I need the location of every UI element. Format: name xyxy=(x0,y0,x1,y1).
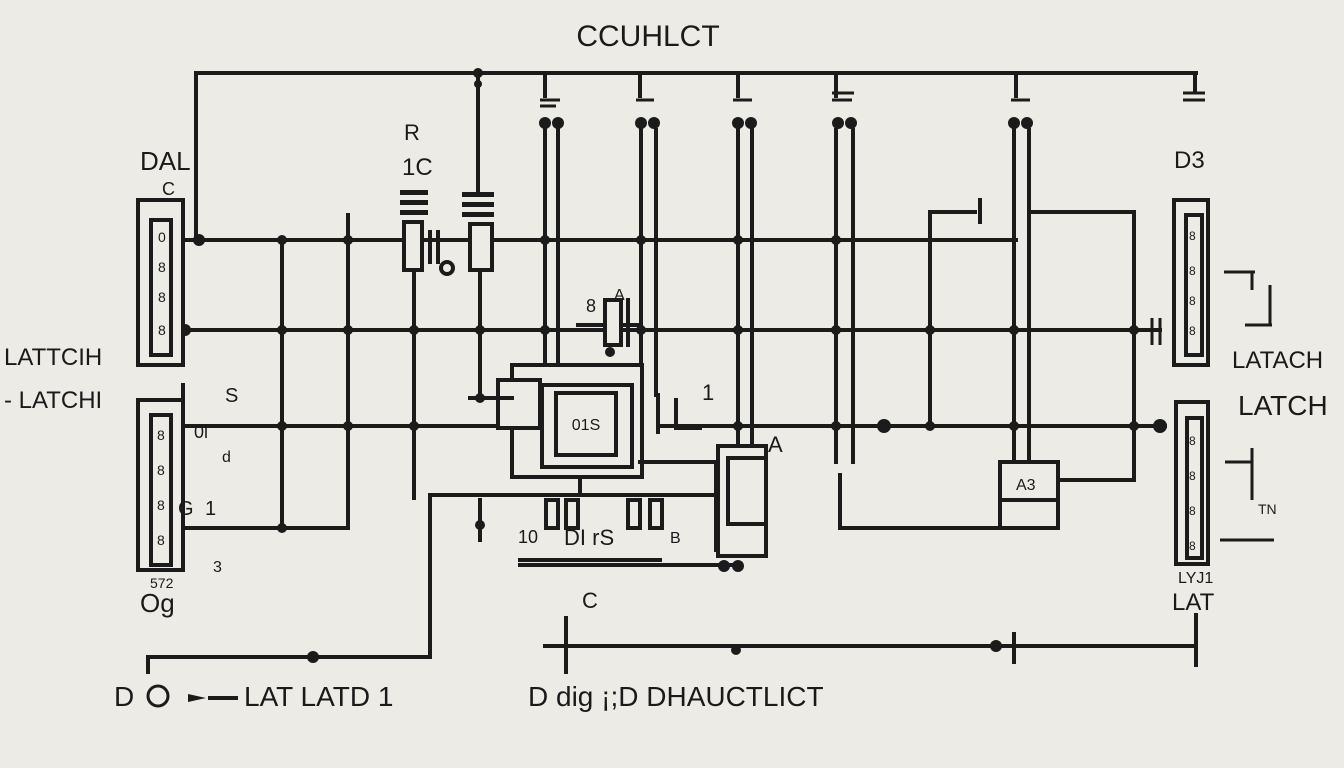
diagram-title: CCUHLCT xyxy=(576,20,719,53)
top-bus xyxy=(194,68,1198,242)
svg-text:8: 8 xyxy=(1189,434,1196,448)
column-3 xyxy=(732,74,757,462)
label-10: 10 xyxy=(518,527,538,547)
label-b: B xyxy=(670,530,681,547)
component-center-top xyxy=(576,298,642,357)
column-4 xyxy=(832,74,857,464)
svg-text:8: 8 xyxy=(1189,229,1196,243)
bottom-signal-line xyxy=(543,613,1198,674)
label-lyj1: LYJ1 xyxy=(1178,570,1213,587)
label-1-center: 1 xyxy=(702,380,714,405)
label-0l: 0l xyxy=(194,422,208,442)
svg-text:8: 8 xyxy=(157,462,165,478)
labels: DAL C LATTCIH - LATCHI 572 Og 3 G 1 S 0l… xyxy=(4,120,1328,712)
label-3: 3 xyxy=(213,559,222,576)
label-s-left: S xyxy=(225,385,238,407)
left-latch-block-bottom: 8 8 8 8 xyxy=(136,383,185,572)
component-stack-left xyxy=(400,190,494,276)
label-bottom-left: LAT LATD 1 xyxy=(244,681,393,712)
right-latch-block-top: 8 8 8 8 xyxy=(1150,198,1210,367)
right-side-marks xyxy=(1220,270,1274,542)
svg-text:8: 8 xyxy=(1189,324,1196,338)
label-a-center: A xyxy=(768,432,783,457)
lower-center-block xyxy=(146,444,768,674)
svg-text:8: 8 xyxy=(158,322,166,338)
svg-text:8: 8 xyxy=(157,497,165,513)
left-latch-block-top: 0 8 8 8 xyxy=(136,198,185,367)
svg-text:0: 0 xyxy=(158,229,166,245)
left-grid-verticals xyxy=(280,213,482,530)
label-d-bottom-left: D xyxy=(114,681,134,712)
right-latch-block-bottom: 8 8 8 8 xyxy=(1174,400,1210,566)
svg-text:8: 8 xyxy=(1189,504,1196,518)
label-c-bottom: C xyxy=(582,588,598,613)
svg-text:8: 8 xyxy=(157,427,165,443)
label-r: R xyxy=(404,120,420,145)
label-latch-right: LATCH xyxy=(1238,390,1328,421)
label-a-small: A xyxy=(614,287,625,304)
arrow-marker xyxy=(146,684,238,708)
column-5 xyxy=(1008,74,1033,464)
column-2 xyxy=(635,74,660,397)
label-c-left: C xyxy=(162,179,175,199)
label-gl: G xyxy=(178,498,194,520)
label-lat-right: LAT xyxy=(1172,589,1215,616)
label-latch-left-1: LATTCIH xyxy=(4,344,102,371)
svg-text:8: 8 xyxy=(158,259,166,275)
svg-text:8: 8 xyxy=(158,289,166,305)
label-latch-left-2: - LATCHI xyxy=(4,387,102,414)
svg-text:8: 8 xyxy=(1189,294,1196,308)
label-a3: A3 xyxy=(1016,477,1036,494)
label-tn: TN xyxy=(1258,501,1277,517)
svg-text:8: 8 xyxy=(1189,264,1196,278)
label-bottom-center: D dig ¡;D DHAUCTLICT xyxy=(528,681,824,712)
label-dirs: DI rS xyxy=(564,525,614,550)
center-ff-block xyxy=(468,363,718,495)
column-1 xyxy=(539,74,564,367)
label-1c: 1C xyxy=(402,154,433,181)
label-og: Og xyxy=(140,588,175,618)
label-center-box: 01S xyxy=(572,417,600,434)
label-8: 8 xyxy=(586,296,596,316)
label-572: 572 xyxy=(150,575,174,591)
svg-text:8: 8 xyxy=(1189,539,1196,553)
label-latach: LATACH xyxy=(1232,347,1323,374)
label-d3: D3 xyxy=(1174,147,1205,174)
right-small-block xyxy=(838,460,1060,530)
label-1-left: 1 xyxy=(205,498,216,520)
column-6 xyxy=(1183,71,1205,102)
label-dal: DAL xyxy=(140,146,191,176)
svg-text:8: 8 xyxy=(157,532,165,548)
svg-text:8: 8 xyxy=(1189,469,1196,483)
label-d-left: d xyxy=(222,449,231,466)
